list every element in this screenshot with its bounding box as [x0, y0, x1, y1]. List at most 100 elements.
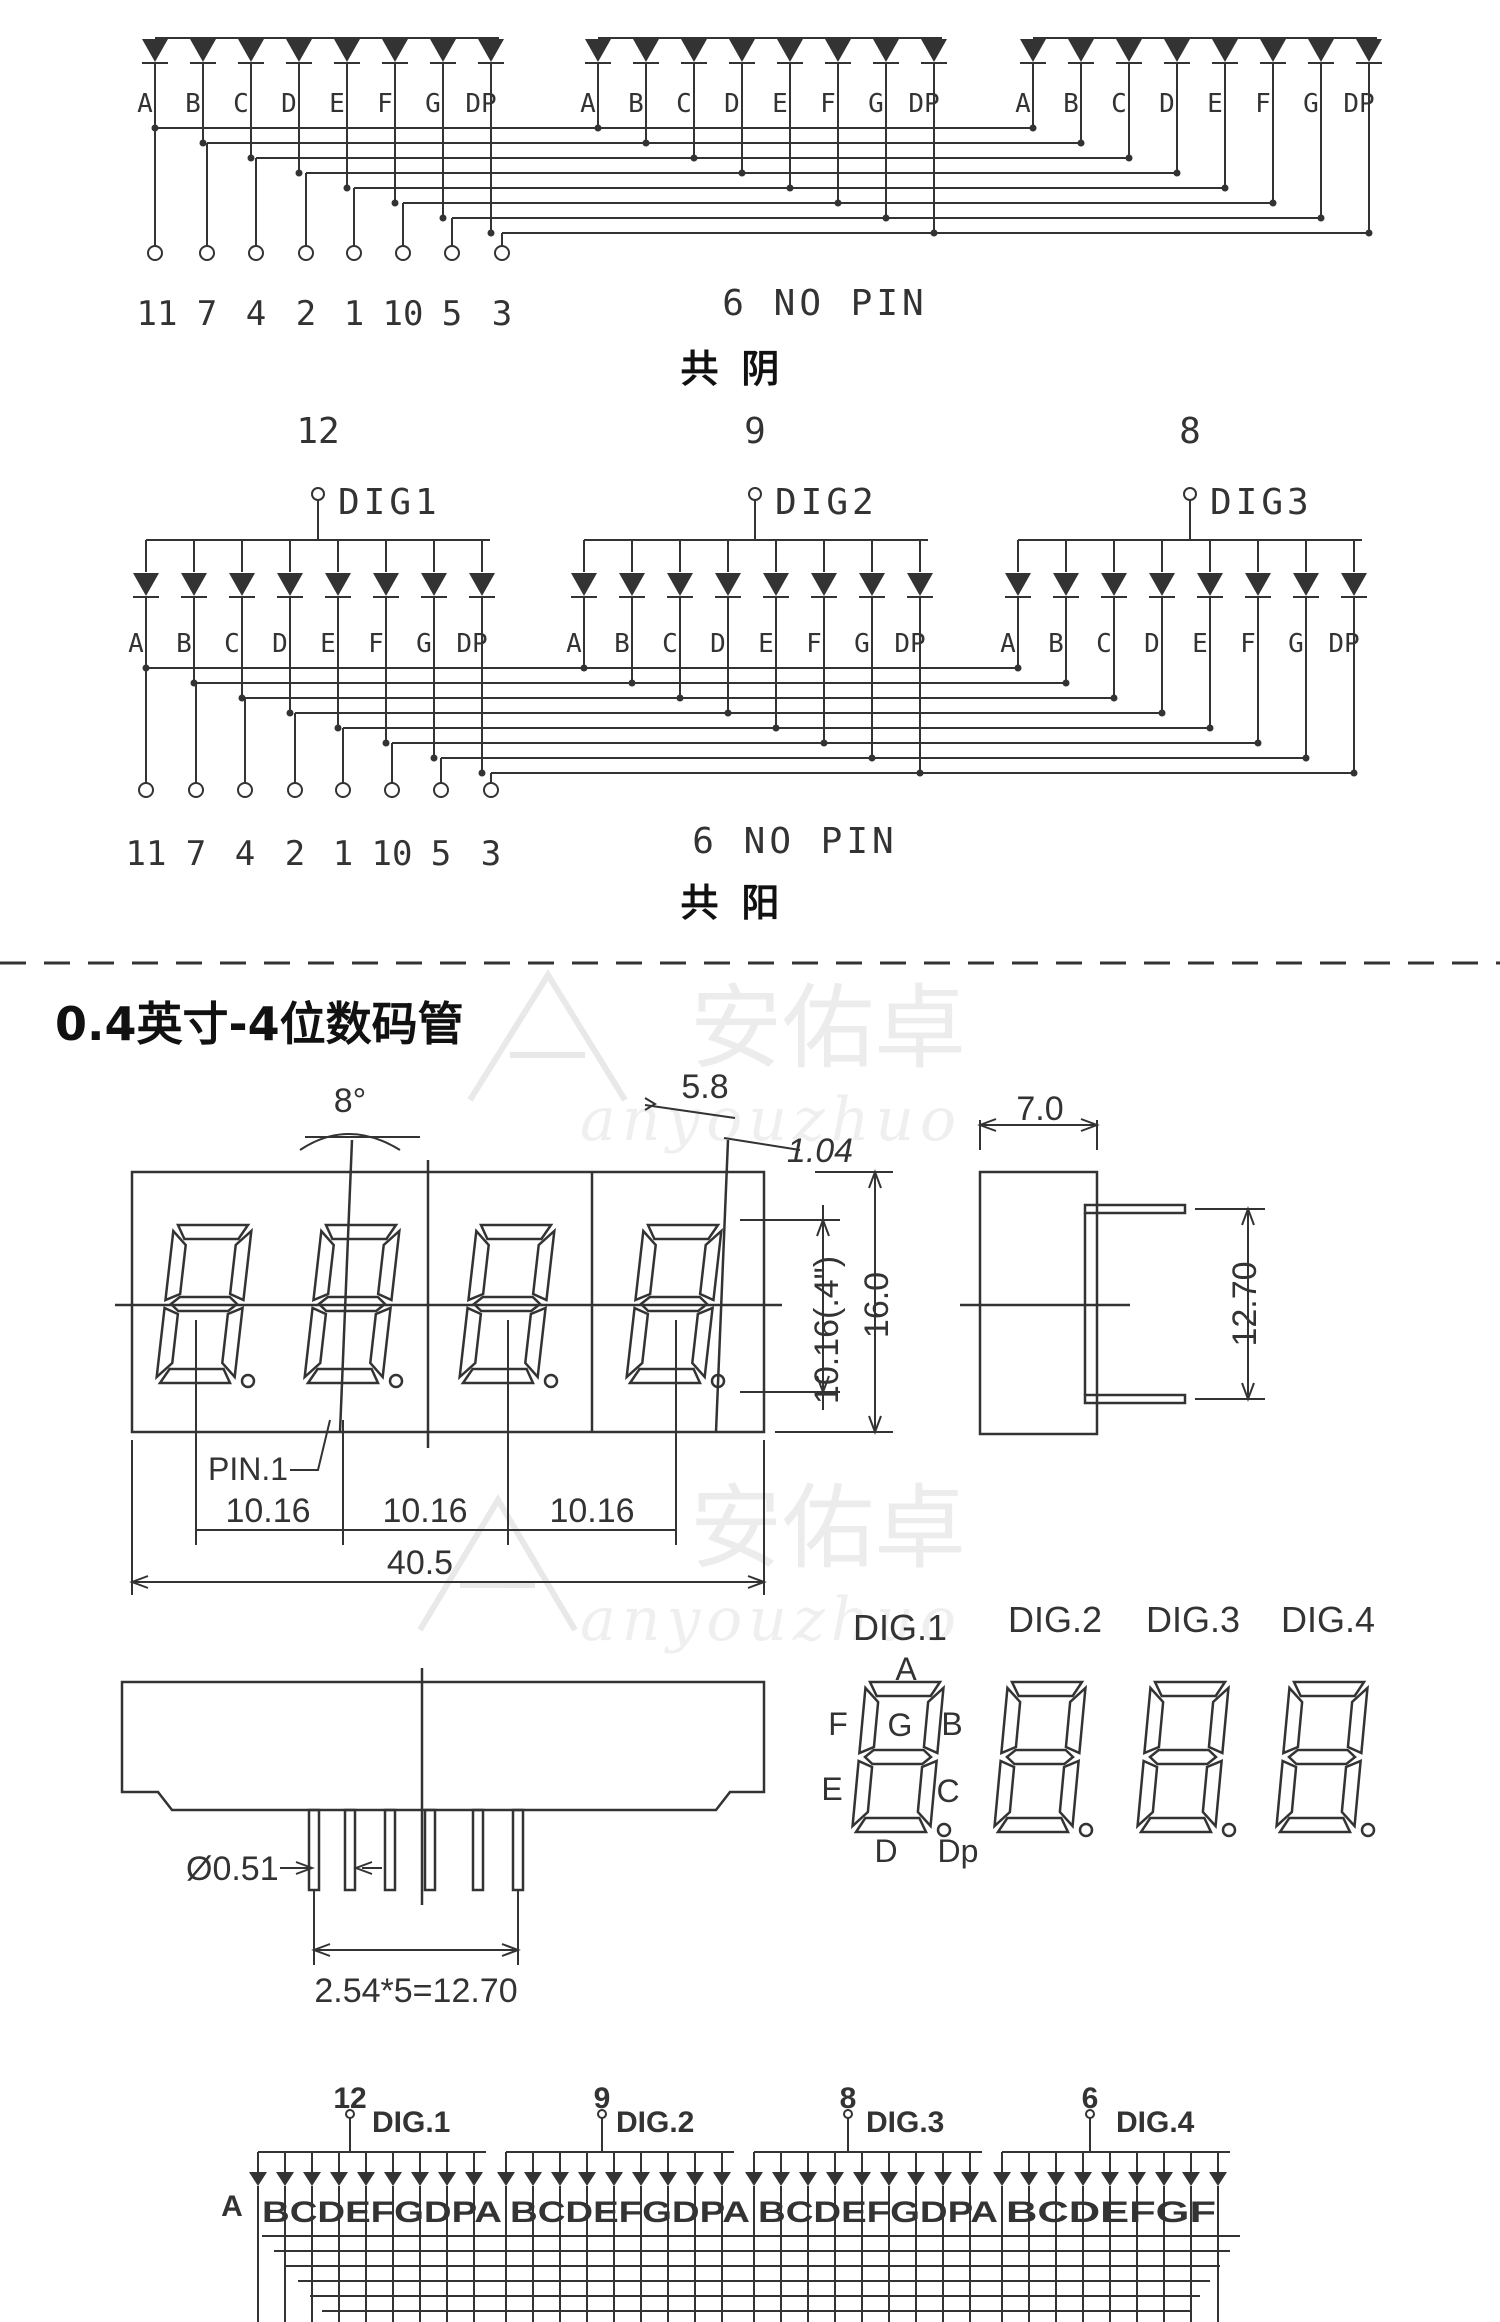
segment-letter: G — [1288, 629, 1304, 659]
segment-letter: E — [772, 89, 788, 119]
schematic-type-label: 共 阴 — [681, 347, 780, 391]
display-segment — [472, 1295, 542, 1313]
display-segment — [1201, 1759, 1224, 1829]
led-diode-symbol — [666, 572, 694, 598]
segment-letter: D — [710, 629, 726, 659]
junction-dot — [430, 754, 438, 762]
display-body-outline — [130, 1170, 766, 1434]
segment-letter: DP — [894, 629, 925, 659]
decimal-point — [240, 1373, 256, 1389]
bottom-body-outline — [120, 1680, 766, 1812]
watermark-cn: 安佑卓 — [690, 1475, 966, 1582]
display-segment — [863, 1748, 933, 1766]
segment-letter: D — [281, 89, 297, 119]
segment-letter: E — [329, 89, 345, 119]
digit-label: DIG.3 — [1146, 1599, 1240, 1640]
side-view-dimensions: 7.0 12.70 — [1016, 1090, 1264, 1347]
decimal-point — [1078, 1822, 1094, 1838]
display-segment — [1346, 1684, 1369, 1755]
pin-terminal — [384, 782, 400, 798]
display-segment — [220, 1306, 245, 1380]
watermark-cn: 安佑卓 — [690, 975, 966, 1082]
pin-number: 10 — [372, 834, 413, 874]
led-diode-symbol — [411, 2172, 429, 2186]
side-body-outline — [978, 1170, 1099, 1436]
segment-letter: D — [1144, 629, 1160, 659]
digit-legend: DIG.1 DIG.2 DIG.3 DIG.4 A B C D E F G Dp — [821, 1599, 1376, 1869]
led-diode-symbol — [237, 38, 265, 64]
pin-terminal — [147, 245, 163, 261]
led-diode-symbol — [826, 2172, 844, 2186]
segment-letter: F — [820, 89, 836, 119]
led-diode-symbol — [1182, 2172, 1200, 2186]
side-view — [960, 1118, 1265, 1436]
display-segment — [466, 1228, 491, 1302]
segment-letter: F — [806, 629, 822, 659]
pin-number: 5 — [442, 294, 462, 334]
led-diode-symbol — [285, 38, 313, 64]
digit-pitch-label: 10.16 — [382, 1492, 467, 1530]
led-diode-symbol — [1115, 38, 1143, 64]
digit-terminal — [1085, 2109, 1095, 2119]
segment-label-row: BCDEFGDPA — [262, 2196, 502, 2229]
digit-name: DIG3 — [1210, 482, 1313, 523]
segment-letter: DP — [908, 89, 939, 119]
pin-number-row: 11 7 4 2 1 10 5 3 — [137, 294, 513, 334]
front-view — [115, 1097, 893, 1595]
segment-letter: F — [368, 629, 384, 659]
led-diode-symbol — [824, 38, 852, 64]
junction-dot — [199, 139, 207, 147]
pin-terminal — [199, 245, 215, 261]
led-diode-symbol — [632, 2172, 650, 2186]
pin-number: 3 — [492, 294, 512, 334]
digit-pin-number: 12 — [296, 411, 339, 452]
display-segment — [163, 1228, 188, 1302]
junction-dot — [439, 214, 447, 222]
segment-letter: G — [888, 1707, 913, 1743]
led-diode-symbol — [906, 572, 934, 598]
led-diode-symbol — [1155, 2172, 1173, 2186]
digit-terminal — [843, 2109, 853, 2119]
segment-letter: C — [676, 89, 692, 119]
junction-dot — [382, 739, 390, 747]
segment-letter: B — [614, 629, 630, 659]
display-segment — [698, 1227, 723, 1302]
led-diode-symbol — [1019, 38, 1047, 64]
front-view-dimensions: 8° 5.8 1.04 10.16(.4") 16.0 PIN.1 10.16 … — [208, 1068, 896, 1582]
digit-terminal — [311, 487, 325, 501]
led-diode-symbol — [1047, 2172, 1065, 2186]
decimal-point — [388, 1373, 404, 1389]
digit-pin-number: 8 — [1179, 411, 1201, 452]
led-diode-symbol — [381, 38, 409, 64]
pin-number: 10 — [383, 294, 424, 334]
segment-letter: E — [320, 629, 336, 659]
watermark: 安佑卓 anyouzhuo 安佑卓 anyouzhuo — [417, 969, 966, 1655]
led-diode-symbol — [1259, 38, 1287, 64]
segment-letter: D — [874, 1833, 897, 1869]
led-diode-symbol — [810, 572, 838, 598]
led-diode-symbol — [429, 38, 457, 64]
led-diode-symbol — [961, 2172, 979, 2186]
led-diode-symbol — [907, 2172, 925, 2186]
led-diode-symbol — [776, 38, 804, 64]
digit-pitch-label: 10.16 — [225, 1492, 310, 1530]
led-diode-symbol — [713, 2172, 731, 2186]
display-segment — [376, 1227, 401, 1302]
led-diode-symbol — [584, 38, 612, 64]
led-diode-symbol — [570, 572, 598, 598]
junction-dot — [238, 694, 246, 702]
display-segment — [458, 1306, 483, 1381]
led-diode-symbol — [1292, 572, 1320, 598]
body-width-label: 40.5 — [387, 1544, 453, 1582]
led-diode-symbol — [1020, 2172, 1038, 2186]
pin-number: 1 — [344, 294, 364, 334]
decimal-point — [1360, 1822, 1376, 1838]
led-diode-symbol — [303, 2172, 321, 2186]
led-diode-symbol — [799, 2172, 817, 2186]
digit-label: DIG.2 — [1008, 1599, 1102, 1640]
segment-letter: C — [233, 89, 249, 119]
section-title: 0.4英寸-4位数码管 — [55, 997, 464, 1051]
pin1-label: PIN.1 — [208, 1451, 288, 1487]
